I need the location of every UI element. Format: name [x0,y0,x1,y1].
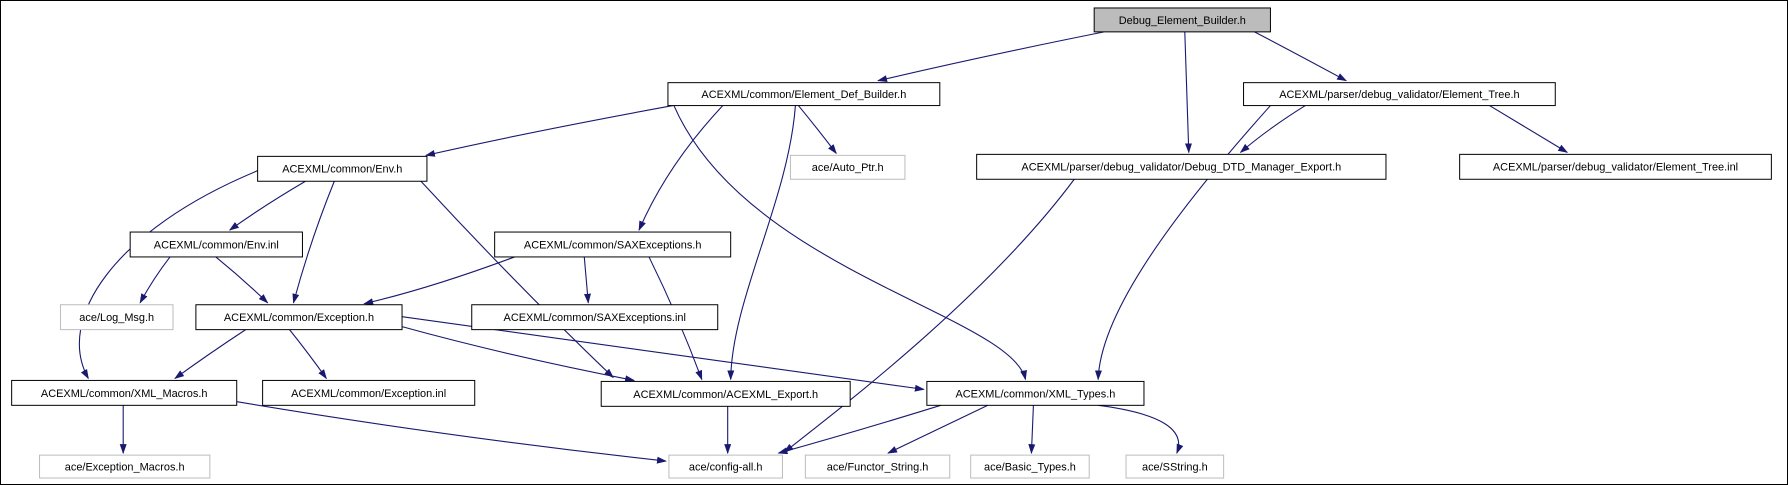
node-xmac-box [11,379,238,406]
node-export[interactable]: ACEXML/common/ACEXML_Export.h [600,380,851,407]
node-envinl[interactable]: ACEXML/common/Env.inl [129,231,303,258]
node-call-box [668,454,783,479]
node-sstr[interactable]: ace/SString.h [1125,454,1225,479]
edge-types-to-func [887,404,988,454]
node-edb-box [667,82,941,107]
edge-exc-to-types [401,316,925,392]
node-saxinl-label: ACEXML/common/SAXExceptions.inl [504,312,686,324]
node-ddme-label: ACEXML/parser/debug_validator/Debug_DTD_… [1021,162,1341,174]
edge-types-to-sstr [1098,404,1184,455]
node-etinl[interactable]: ACEXML/parser/debug_validator/Element_Tr… [1459,153,1772,180]
edge-root-to-ddme [1184,31,1192,154]
node-emac[interactable]: ace/Exception_Macros.h [39,454,211,479]
node-sax[interactable]: ACEXML/common/SAXExceptions.h [494,231,732,258]
node-etinl-label: ACEXML/parser/debug_validator/Element_Tr… [1493,162,1738,174]
edge-edb-to-types [673,105,1027,381]
edge-eth-to-ddme [1239,105,1306,154]
edge-env-to-envinl [228,180,306,231]
edge-envinl-to-log [139,256,171,304]
node-log-box [59,304,174,331]
edge-xmac-to-call [234,400,667,464]
node-types-box [926,380,1145,406]
node-saxinl[interactable]: ACEXML/common/SAXExceptions.inl [471,304,719,331]
node-func[interactable]: ace/Functor_String.h [804,454,951,479]
node-emac-box [39,454,211,479]
edge-edb-to-export [727,105,796,381]
node-sstr-box [1125,454,1225,479]
node-root-label: Debug_Element_Builder.h [1119,15,1246,27]
node-types-label: ACEXML/common/XML_Types.h [955,388,1115,400]
edge-eth-to-types [1094,105,1271,381]
edge-envinl-to-exc [215,256,269,304]
node-exc-label: ACEXML/common/Exception.h [224,312,374,324]
edge-eth-to-etinl [1489,105,1569,153]
node-basic-box [970,454,1090,479]
node-root-box [1093,7,1271,33]
edge-exc-to-xmac [174,329,246,380]
node-auto-label: ace/Auto_Ptr.h [812,162,884,174]
edge-types-to-basic [1028,405,1036,455]
node-emac-label: ace/Exception_Macros.h [65,461,185,473]
edge-env-to-exc [292,181,335,304]
node-call[interactable]: ace/config-all.h [668,454,783,479]
node-env-box [257,155,428,182]
edge-types-to-call [777,404,941,455]
node-saxinl-box [471,304,719,331]
edge-sax-to-saxinl [583,256,591,304]
edge-exc-to-excinl [289,329,327,380]
node-envinl-box [129,231,303,258]
edge-sax-to-exc [363,256,515,306]
node-envinl-label: ACEXML/common/Env.inl [154,239,279,251]
node-func-label: ace/Functor_String.h [827,461,929,473]
node-etinl-box [1459,153,1772,180]
node-log[interactable]: ace/Log_Msg.h [59,304,174,331]
node-xmac-label: ACEXML/common/XML_Macros.h [41,388,208,400]
node-excinl-label: ACEXML/common/Exception.inl [291,388,446,400]
node-export-box [600,380,851,407]
node-eth-box [1243,82,1556,107]
edge-edb-to-auto [797,105,837,155]
node-edb-label: ACEXML/common/Element_Def_Builder.h [701,89,906,101]
edge-edb-to-env [424,105,674,157]
node-export-label: ACEXML/common/ACEXML_Export.h [633,389,818,401]
node-basic[interactable]: ace/Basic_Types.h [970,454,1090,479]
node-root[interactable]: Debug_Element_Builder.h [1093,7,1271,33]
edge-env-to-xmac [78,169,259,380]
node-basic-label: ace/Basic_Types.h [984,461,1076,473]
node-exc[interactable]: ACEXML/common/Exception.h [195,304,403,331]
node-sax-box [494,231,732,258]
node-sax-label: ACEXML/common/SAXExceptions.h [524,239,702,251]
edge-root-to-edb [877,31,1105,83]
node-edb[interactable]: ACEXML/common/Element_Def_Builder.h [667,82,941,107]
node-excinl-box [262,379,476,406]
edge-ddme-to-call [783,178,1075,453]
edge-exc-to-export [401,326,636,383]
node-auto[interactable]: ace/Auto_Ptr.h [789,154,906,180]
edge-edb-to-sax [638,105,724,231]
node-env-label: ACEXML/common/Env.h [282,164,402,176]
node-sstr-label: ace/SString.h [1142,461,1208,473]
node-env[interactable]: ACEXML/common/Env.h [257,155,428,182]
node-ddme[interactable]: ACEXML/parser/debug_validator/Debug_DTD_… [976,153,1387,180]
node-func-box [804,454,951,479]
node-eth-label: ACEXML/parser/debug_validator/Element_Tr… [1279,89,1519,101]
node-excinl[interactable]: ACEXML/common/Exception.inl [262,379,476,406]
node-xmac[interactable]: ACEXML/common/XML_Macros.h [11,379,238,406]
node-types[interactable]: ACEXML/common/XML_Types.h [926,380,1145,406]
node-ddme-box [976,153,1387,180]
node-exc-box [195,304,403,331]
edge-env-to-export [420,180,614,379]
edge-root-to-eth [1254,31,1348,82]
node-log-label: ace/Log_Msg.h [79,312,154,324]
node-call-label: ace/config-all.h [689,461,763,473]
node-eth[interactable]: ACEXML/parser/debug_validator/Element_Tr… [1243,82,1556,107]
node-auto-box [789,154,906,180]
